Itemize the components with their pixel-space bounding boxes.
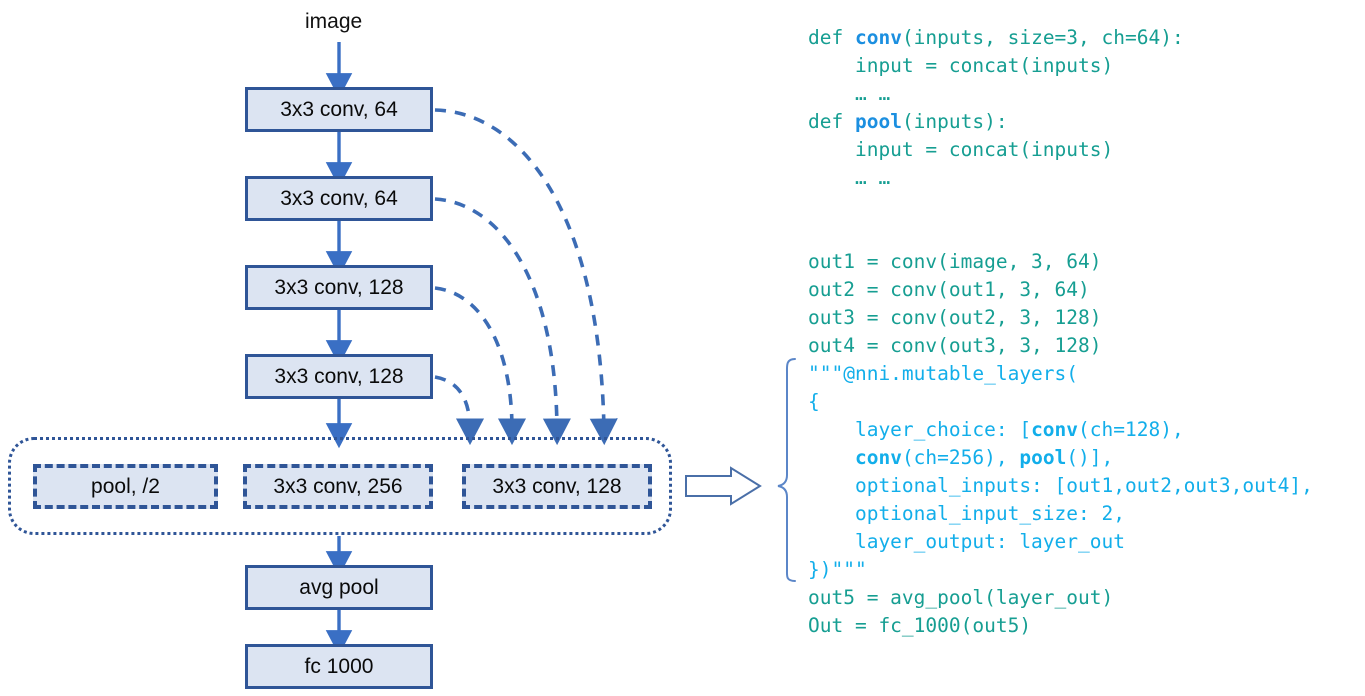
code-token: (inputs, size=3, ch=64): — [901, 26, 1184, 49]
code-token: conv — [854, 446, 902, 469]
code-token: optional_input_size: 2, — [808, 502, 1125, 525]
code-token: """@nni.mutable_layers( — [808, 362, 1079, 385]
code-line-14: layer_choice: [conv(ch=128), — [808, 416, 1358, 444]
code-line-2: … … — [808, 80, 1358, 108]
code-line-8: out1 = conv(image, 3, 64) — [808, 248, 1358, 276]
code-line-19: })""" — [808, 556, 1358, 584]
code-token: out2 = conv(out1, 3, 64) — [808, 278, 1090, 301]
code-token: Out = fc_1000(out5) — [808, 614, 1032, 637]
code-token: (ch=256), — [901, 446, 1020, 469]
code-brace — [777, 358, 796, 582]
code-line-9: out2 = conv(out1, 3, 64) — [808, 276, 1358, 304]
code-token — [808, 446, 855, 469]
choice-box-conv-256[interactable]: 3x3 conv, 256 — [243, 464, 433, 509]
code-line-17: optional_input_size: 2, — [808, 500, 1358, 528]
code-line-16: optional_inputs: [out1,out2,out3,out4], — [808, 472, 1358, 500]
code-line-11: out4 = conv(out3, 3, 128) — [808, 332, 1358, 360]
code-line-10: out3 = conv(out2, 3, 128) — [808, 304, 1358, 332]
code-line-12: """@nni.mutable_layers( — [808, 360, 1358, 388]
layer-box-avg-pool[interactable]: avg pool — [245, 565, 433, 610]
block-arrow-icon — [685, 466, 762, 506]
code-token: input = concat(inputs) — [808, 138, 1114, 161]
layer-box-conv4[interactable]: 3x3 conv, 128 — [245, 354, 433, 399]
choice-box-conv-128[interactable]: 3x3 conv, 128 — [462, 464, 652, 509]
code-token: conv — [1031, 418, 1079, 441]
code-line-21: Out = fc_1000(out5) — [808, 612, 1358, 640]
code-line-6 — [808, 192, 1358, 220]
skip-curve-conv2 — [434, 197, 571, 446]
code-token: ()], — [1066, 446, 1114, 469]
code-line-3: def pool(inputs): — [808, 108, 1358, 136]
code-line-5: … … — [808, 164, 1358, 192]
code-token: out4 = conv(out3, 3, 128) — [808, 334, 1102, 357]
code-token: … … — [808, 82, 891, 105]
layer-box-conv3[interactable]: 3x3 conv, 128 — [245, 265, 433, 310]
code-token: out1 = conv(image, 3, 64) — [808, 250, 1102, 273]
code-token: def — [808, 26, 855, 49]
code-token: { — [808, 390, 820, 413]
code-line-4: input = concat(inputs) — [808, 136, 1358, 164]
code-token: … … — [808, 166, 891, 189]
code-line-15: conv(ch=256), pool()], — [808, 444, 1358, 472]
skip-curve-conv1 — [434, 108, 618, 446]
code-line-7 — [808, 220, 1358, 248]
code-token: out3 = conv(out2, 3, 128) — [808, 306, 1102, 329]
code-token: pool — [854, 110, 902, 133]
code-token: pool — [1019, 446, 1067, 469]
code-token: optional_inputs: [out1,out2,out3,out4], — [808, 474, 1313, 497]
code-token: conv — [854, 26, 902, 49]
code-token: layer_output: layer_out — [808, 530, 1125, 553]
code-token: input = concat(inputs) — [808, 54, 1114, 77]
code-line-18: layer_output: layer_out — [808, 528, 1358, 556]
skip-curve-conv3 — [434, 286, 527, 446]
code-line-1: input = concat(inputs) — [808, 52, 1358, 80]
code-token: (ch=128), — [1078, 418, 1184, 441]
skip-connection-curves — [434, 108, 618, 446]
code-token: layer_choice: [ — [808, 418, 1032, 441]
skip-curve-conv4 — [434, 375, 485, 446]
code-line-0: def conv(inputs, size=3, ch=64): — [808, 24, 1358, 52]
layer-box-fc-1000[interactable]: fc 1000 — [245, 644, 433, 689]
layer-box-conv1[interactable]: 3x3 conv, 64 — [245, 87, 433, 132]
code-token: def — [808, 110, 855, 133]
choice-box-pool[interactable]: pool, /2 — [33, 464, 218, 509]
code-line-13: { — [808, 388, 1358, 416]
layer-box-conv2[interactable]: 3x3 conv, 64 — [245, 176, 433, 221]
code-token: (inputs): — [901, 110, 1008, 133]
code-line-20: out5 = avg_pool(layer_out) — [808, 584, 1358, 612]
code-token: out5 = avg_pool(layer_out) — [808, 586, 1114, 609]
code-token: })""" — [808, 558, 867, 581]
mutable-layer-container — [8, 437, 672, 535]
input-label: image — [305, 10, 363, 33]
code-block: def conv(inputs, size=3, ch=64): input =… — [808, 24, 1358, 640]
